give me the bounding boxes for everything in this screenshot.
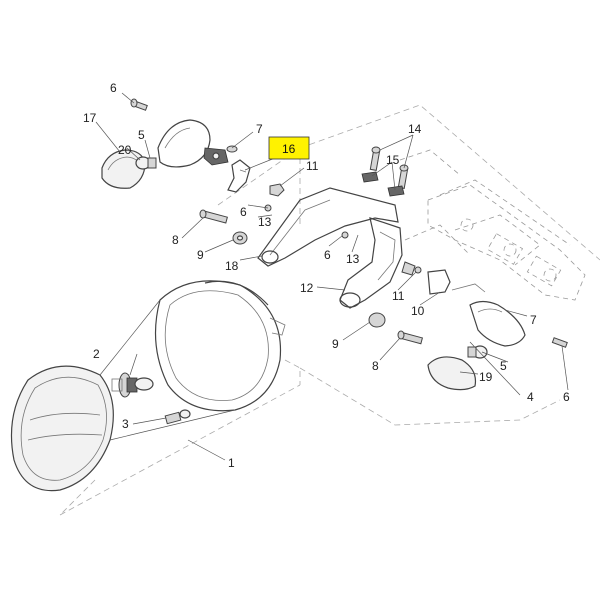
screw-14 <box>369 146 381 171</box>
label-14[interactable]: 14 <box>408 122 422 136</box>
label-8-left[interactable]: 8 <box>172 233 179 247</box>
label-4[interactable]: 4 <box>527 390 534 404</box>
position-bulb <box>164 409 191 425</box>
left-indicator-body <box>157 119 229 168</box>
label-5-left[interactable]: 5 <box>138 128 145 142</box>
label-2[interactable]: 2 <box>93 347 100 361</box>
bolt-8a <box>199 209 228 224</box>
label-11-top[interactable]: 11 <box>306 159 319 173</box>
label-9-left[interactable]: 9 <box>197 248 204 262</box>
label-13-left[interactable]: 13 <box>258 215 272 229</box>
spacer-9b <box>368 312 386 328</box>
headlight-bulb <box>111 372 154 398</box>
label-1[interactable]: 1 <box>228 456 235 470</box>
label-17[interactable]: 17 <box>83 111 97 125</box>
highlight-box-16 <box>268 136 310 160</box>
label-15[interactable]: 15 <box>386 153 400 167</box>
bracket-16 <box>227 159 251 193</box>
label-11-right[interactable]: 11 <box>392 289 405 303</box>
part-labels: 6 17 5 20 7 16 11 14 15 6 13 8 9 18 6 13… <box>83 81 570 470</box>
spacer-9a <box>232 231 248 245</box>
washer-7a <box>226 145 238 153</box>
right-indicator-bulb <box>467 345 488 359</box>
label-7-left[interactable]: 7 <box>256 122 263 136</box>
screw-6d <box>551 337 568 348</box>
main-bracket <box>257 187 416 309</box>
label-6-right[interactable]: 6 <box>563 390 570 404</box>
washer-13b <box>341 231 349 239</box>
dashed-rear-assembly <box>399 149 586 301</box>
left-indicator-lens <box>101 149 146 189</box>
bolt-8b <box>397 330 424 345</box>
label-18[interactable]: 18 <box>225 259 239 273</box>
label-9-right[interactable]: 9 <box>332 337 339 351</box>
screw-top-left <box>130 98 148 111</box>
label-7-right[interactable]: 7 <box>530 313 537 327</box>
bracket-10 <box>414 266 486 295</box>
nut-11a <box>269 183 285 197</box>
label-16[interactable]: 16 <box>282 142 296 156</box>
right-indicator-body <box>469 300 526 347</box>
headlight-housing <box>99 280 286 441</box>
label-3[interactable]: 3 <box>122 417 129 431</box>
label-6-bracket[interactable]: 6 <box>324 248 331 262</box>
right-indicator-lens <box>427 356 477 391</box>
screw-14b <box>397 164 409 189</box>
label-20[interactable]: 20 <box>118 143 132 157</box>
leader-lines <box>95 92 569 461</box>
headlight-lens <box>10 365 114 492</box>
label-19[interactable]: 19 <box>479 370 493 384</box>
grommets-15 <box>361 171 405 197</box>
label-6-center[interactable]: 6 <box>240 205 247 219</box>
label-12[interactable]: 12 <box>300 281 314 295</box>
label-8-right[interactable]: 8 <box>372 359 379 373</box>
label-13-right[interactable]: 13 <box>346 252 360 266</box>
label-6-top-left[interactable]: 6 <box>110 81 117 95</box>
label-5-right[interactable]: 5 <box>500 359 507 373</box>
label-10[interactable]: 10 <box>411 304 425 318</box>
